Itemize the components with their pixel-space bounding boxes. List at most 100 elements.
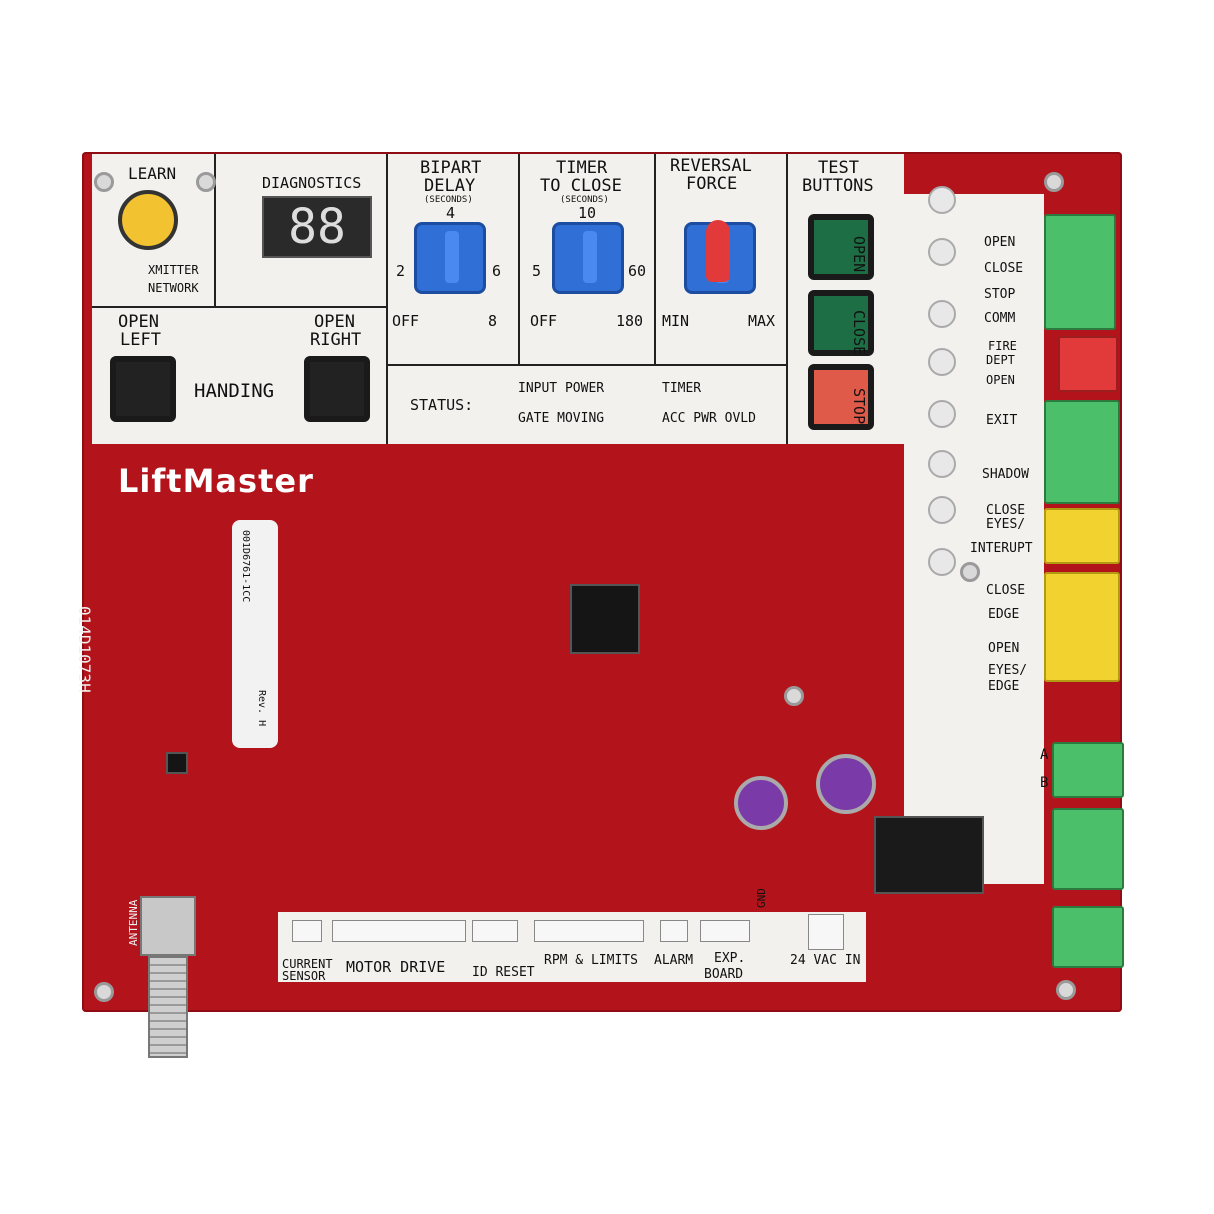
learn-button[interactable] xyxy=(118,190,178,250)
connector-alarm[interactable] xyxy=(660,920,688,942)
test-open-button[interactable] xyxy=(808,214,874,280)
xmitter-label: XMITTER xyxy=(148,263,199,277)
status-label: STATUS: xyxy=(410,396,474,414)
microcontroller-chip xyxy=(570,584,640,654)
timer-title-2: TO CLOSE xyxy=(540,176,622,196)
terminal-fire-3: OPEN xyxy=(986,373,1015,387)
reversal-title-2: FORCE xyxy=(686,174,738,194)
terminal-close-eyes-1: CLOSE xyxy=(986,503,1026,518)
connector-id-reset[interactable] xyxy=(472,920,518,942)
relay xyxy=(874,816,984,894)
bipart-title-2: DELAY xyxy=(424,176,476,196)
gnd-label: GND xyxy=(755,888,768,908)
mounting-hole xyxy=(1044,172,1064,192)
bipart-off: OFF xyxy=(392,312,420,330)
antenna-connector[interactable] xyxy=(140,896,196,956)
terminal-block-yellow[interactable] xyxy=(1044,508,1120,564)
seven-segment-display: 88 xyxy=(262,196,372,258)
terminal-b-label: B xyxy=(1040,775,1049,791)
test-close-button[interactable] xyxy=(808,290,874,356)
terminal-exit-label: EXIT xyxy=(986,413,1018,428)
terminal-block-red[interactable] xyxy=(1058,336,1118,392)
terminal-fire-2: DEPT xyxy=(986,353,1015,367)
terminal-shadow-label: SHADOW xyxy=(982,467,1029,482)
terminal-stop-label: STOP xyxy=(984,287,1016,302)
connector-motor-drive[interactable] xyxy=(332,920,466,942)
liftmaster-logo: LiftMaster xyxy=(118,462,314,500)
learn-label: LEARN xyxy=(128,164,177,183)
mounting-hole xyxy=(196,172,216,192)
open-right-line2: RIGHT xyxy=(310,330,362,350)
mounting-hole xyxy=(94,172,114,192)
antenna-label: ANTENNA xyxy=(127,899,140,946)
sticker: 001D6761-1CC Rev. H xyxy=(232,520,278,748)
exp-label-2: BOARD xyxy=(704,967,744,982)
terminal-block-green[interactable] xyxy=(1044,214,1116,330)
reversal-title-1: REVERSAL xyxy=(670,156,752,176)
rpm-limits-label: RPM & LIMITS xyxy=(544,953,638,968)
terminal-fire-1: FIRE xyxy=(988,339,1017,353)
open-left-button[interactable] xyxy=(110,356,176,422)
bipart-delay-dial[interactable] xyxy=(414,222,486,294)
terminal-comm-label: COMM xyxy=(984,311,1016,326)
terminal-close-label: CLOSE xyxy=(984,261,1024,276)
terminal-block-green[interactable] xyxy=(1052,808,1124,890)
bipart-title-1: BIPART xyxy=(420,158,482,178)
status-acc: ACC PWR OVLD xyxy=(662,411,756,426)
part-number: 014D1073H xyxy=(75,606,94,693)
bipart-right: 6 xyxy=(492,262,502,280)
status-gate-moving: GATE MOVING xyxy=(518,411,605,426)
terminal-close-eyes-2: EYES/ xyxy=(986,517,1026,532)
terminal-block-yellow[interactable] xyxy=(1044,572,1120,682)
id-reset-label: ID RESET xyxy=(472,965,535,980)
timer-left: 5 xyxy=(532,262,542,280)
vac-label: 24 VAC IN xyxy=(790,953,861,968)
terminal-close-eyes-3: INTERUPT xyxy=(970,541,1033,556)
timer-right: 60 xyxy=(628,262,647,280)
reversal-min: MIN xyxy=(662,312,690,330)
connector-rpm-limits[interactable] xyxy=(534,920,644,942)
network-label: NETWORK xyxy=(148,281,199,295)
bipart-left: 2 xyxy=(396,262,406,280)
mounting-hole xyxy=(94,982,114,1002)
terminal-close-edge-1: CLOSE xyxy=(986,583,1026,598)
open-left-line1: OPEN xyxy=(118,312,159,332)
mounting-hole xyxy=(960,562,980,582)
connector-24vac[interactable] xyxy=(808,914,844,950)
terminal-open-eyes-3: EDGE xyxy=(988,679,1020,694)
capacitor xyxy=(734,776,788,830)
connector-current-sensor[interactable] xyxy=(292,920,322,942)
timer-unit: (SECONDS) xyxy=(560,195,609,205)
terminal-block-green[interactable] xyxy=(1052,742,1124,798)
timer-off: OFF xyxy=(530,312,558,330)
capacitor xyxy=(816,754,876,814)
test-close-label: CLOSE xyxy=(850,310,868,356)
terminal-open-eyes-2: EYES/ xyxy=(988,663,1028,678)
test-open-label: OPEN xyxy=(850,236,868,273)
mounting-hole xyxy=(1056,980,1076,1000)
terminal-close-edge-2: EDGE xyxy=(988,607,1020,622)
mounting-hole xyxy=(784,686,804,706)
antenna-barrel xyxy=(148,956,188,1058)
terminal-block-green[interactable] xyxy=(1044,400,1120,504)
timer-top: 10 xyxy=(578,204,597,222)
terminal-block-green[interactable] xyxy=(1052,906,1124,968)
open-right-button[interactable] xyxy=(304,356,370,422)
exp-label-1: EXP. xyxy=(714,951,746,966)
timer-max: 180 xyxy=(616,312,644,330)
terminal-a-label: A xyxy=(1040,747,1049,763)
reversal-max: MAX xyxy=(748,312,776,330)
connector-exp-board[interactable] xyxy=(700,920,750,942)
bipart-unit: (SECONDS) xyxy=(424,195,473,205)
test-stop-button[interactable] xyxy=(808,364,874,430)
test-stop-label: STOP xyxy=(850,388,868,425)
open-right-line1: OPEN xyxy=(314,312,355,332)
bipart-max: 8 xyxy=(488,312,498,330)
test-title-2: BUTTONS xyxy=(802,176,874,196)
motor-drive-label: MOTOR DRIVE xyxy=(346,958,446,976)
current-sensor-2: SENSOR xyxy=(282,969,326,983)
terminal-label-strip xyxy=(904,194,1044,884)
timer-to-close-dial[interactable] xyxy=(552,222,624,294)
alarm-label: ALARM xyxy=(654,953,694,968)
bipart-top: 4 xyxy=(446,204,456,222)
